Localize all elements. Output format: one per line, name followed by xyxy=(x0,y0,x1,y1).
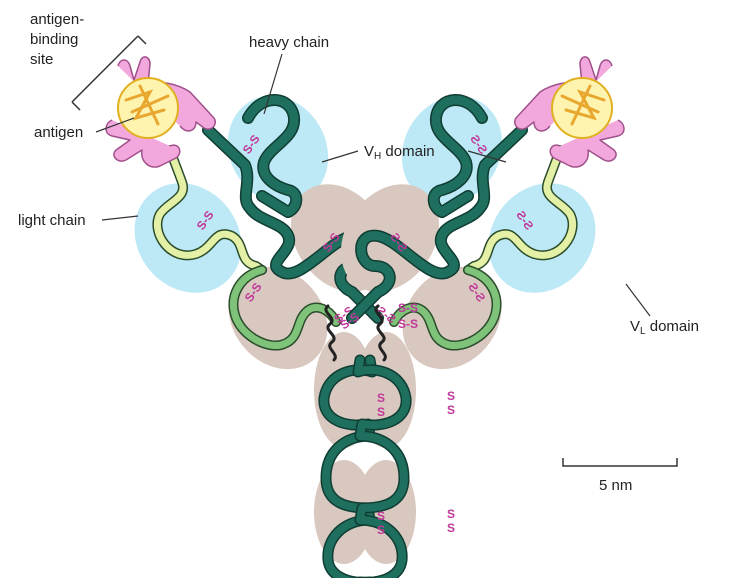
fc-sulfur: S xyxy=(447,521,455,535)
antigen-binding-site-label-line3: site xyxy=(30,51,53,68)
antigen-circle xyxy=(118,78,178,138)
fc-sulfur: S xyxy=(377,391,385,405)
antigen-binding-site-label-line2: binding xyxy=(30,31,78,48)
fc-sulfur: S xyxy=(377,523,385,537)
hinge-disulfide: S-S xyxy=(398,301,418,315)
fc-sulfur: S xyxy=(377,405,385,419)
heavy-chain-label: heavy chain xyxy=(249,34,329,51)
antigen-molecule xyxy=(118,78,178,138)
fc-sulfur: S xyxy=(447,507,455,521)
vl-domain-label: VL domain xyxy=(630,318,699,337)
antigen-label: antigen xyxy=(34,124,83,141)
vl-leader xyxy=(626,284,650,316)
scale-bar-label: 5 nm xyxy=(599,477,632,494)
antigen-binding-site-label-line1: antigen- xyxy=(30,11,84,28)
light-chain-leader xyxy=(102,216,138,220)
right-fab-arm xyxy=(321,57,624,389)
light-chain-label: light chain xyxy=(18,212,86,229)
hinge-disulfide: S-S xyxy=(398,317,418,331)
fc-sulfur: S xyxy=(377,509,385,523)
fc-sulfur: S xyxy=(447,403,455,417)
scale-bar xyxy=(563,458,677,466)
vh-domain-label: VH domain xyxy=(364,143,435,162)
fc-sulfur: S xyxy=(447,389,455,403)
